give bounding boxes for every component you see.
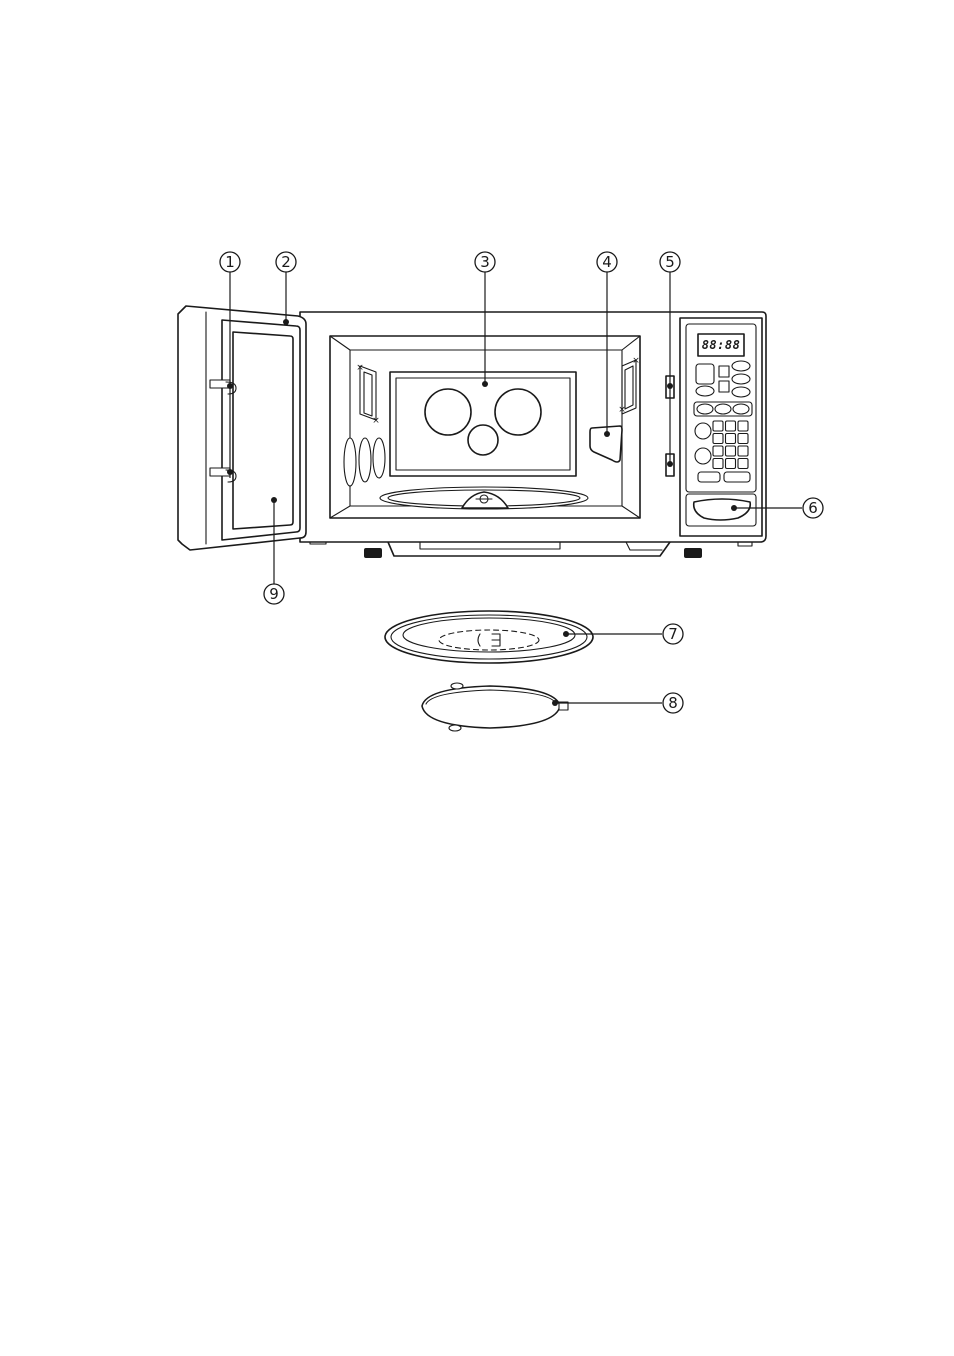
callout-6: 6 [803, 498, 823, 518]
oven-door [178, 306, 306, 550]
heater-opening-left [425, 389, 471, 435]
panel-button[interactable] [695, 448, 711, 464]
panel-button[interactable] [733, 404, 749, 414]
keypad-key[interactable] [738, 434, 748, 444]
panel-button[interactable] [732, 361, 750, 371]
panel-button[interactable] [732, 387, 750, 397]
callout-9-label: 9 [269, 585, 279, 603]
keypad-key[interactable] [726, 459, 736, 469]
callout-8: 8 [663, 693, 683, 713]
keypad-key[interactable] [713, 421, 723, 431]
callout-4: 4 [597, 252, 617, 272]
glass-tray-rim [385, 611, 593, 663]
left-wall-grille-1 [344, 438, 356, 486]
glass-tray [385, 611, 593, 663]
keypad-key[interactable] [738, 459, 748, 469]
panel-button[interactable] [715, 404, 731, 414]
roller-ring-outline [422, 686, 560, 728]
keypad-key[interactable] [726, 434, 736, 444]
keypad-key[interactable] [713, 446, 723, 456]
panel-button[interactable] [698, 472, 720, 482]
microwave-body: × × × × 88:88 [300, 312, 766, 558]
base-vent [420, 542, 560, 549]
svg-text:×: × [618, 405, 626, 415]
callout-7: 7 [663, 624, 683, 644]
heater-opening-center [468, 425, 498, 455]
callout-6-label: 6 [808, 499, 818, 517]
callout-2-label: 2 [281, 253, 291, 271]
callout-1: 1 [220, 252, 240, 272]
keypad-key[interactable] [738, 446, 748, 456]
callout-5-label: 5 [665, 253, 675, 271]
callout-8-label: 8 [668, 694, 678, 712]
svg-text:×: × [632, 356, 640, 366]
panel-button[interactable] [697, 404, 713, 414]
tray-coupler-notch [478, 634, 480, 646]
keypad-key[interactable] [738, 421, 748, 431]
keypad-key[interactable] [726, 421, 736, 431]
front-foot-left [364, 548, 382, 558]
keypad-key[interactable] [726, 446, 736, 456]
callout-9: 9 [264, 584, 284, 604]
panel-button[interactable] [719, 366, 729, 377]
panel-button[interactable] [724, 472, 750, 482]
callout-4-label: 4 [602, 253, 612, 271]
door-outer-frame [178, 306, 306, 550]
callout-5: 5 [660, 252, 680, 272]
front-foot-right [684, 548, 702, 558]
tray-coupler-hub [492, 634, 500, 646]
callout-3-label: 3 [480, 253, 490, 271]
panel-button[interactable] [696, 386, 714, 396]
door-release-button[interactable] [694, 499, 751, 520]
roller-ring [422, 683, 568, 731]
panel-button[interactable] [719, 381, 729, 392]
callout-7-label: 7 [668, 625, 678, 643]
svg-text:×: × [372, 416, 380, 426]
callout-2: 2 [276, 252, 296, 272]
keypad-key[interactable] [713, 434, 723, 444]
panel-button[interactable] [695, 423, 711, 439]
left-wall-grille-2 [359, 438, 371, 482]
left-wall-grille-3 [373, 438, 385, 478]
panel-button[interactable] [732, 374, 750, 384]
keypad-key[interactable] [713, 459, 723, 469]
callout-3: 3 [475, 252, 495, 272]
base-bracket [626, 542, 662, 550]
callout-1-label: 1 [225, 253, 235, 271]
panel-button[interactable] [696, 364, 714, 384]
heater-opening-right [495, 389, 541, 435]
roller-wheel [451, 683, 463, 689]
svg-text:×: × [356, 363, 364, 373]
roller-wheel [449, 725, 461, 731]
control-panel: 88:88 [680, 318, 762, 536]
tray-coupler-recess [439, 630, 539, 650]
display-readout: 88:88 [702, 338, 741, 352]
